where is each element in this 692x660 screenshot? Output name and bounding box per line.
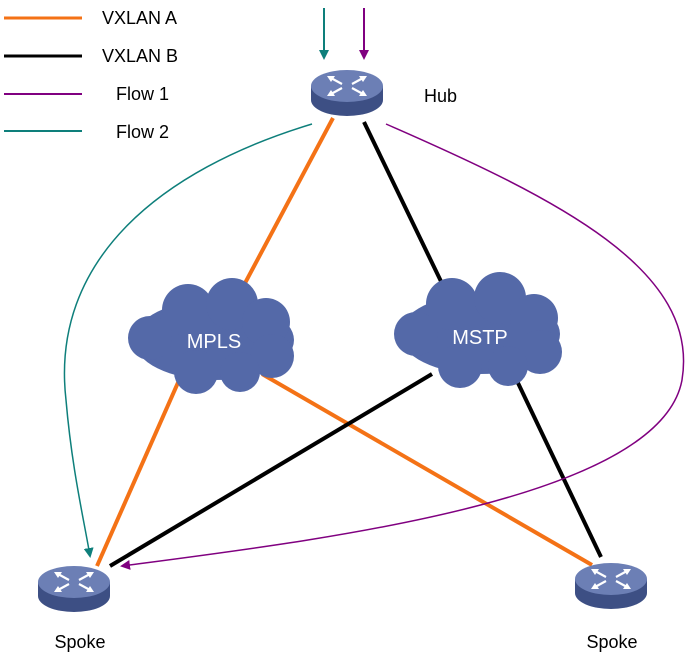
router-icon <box>573 561 649 611</box>
cloud-mstp-label: MSTP <box>452 327 508 349</box>
spoke-right-label: Spoke <box>586 632 637 652</box>
spoke-right-router: Spoke <box>573 561 649 652</box>
link-mstp-spoke-right-vxlan-b <box>506 361 603 558</box>
legend-label-flow-2: Flow 2 <box>116 122 169 142</box>
link-hub-mstp-vxlan-b <box>362 121 452 301</box>
legend-label-vxlan-a: VXLAN A <box>102 8 177 28</box>
link-mpls-spoke-right-vxlan-a <box>260 372 594 567</box>
flow-2-path <box>63 123 313 558</box>
incoming-flows <box>319 8 369 60</box>
flow-paths <box>63 123 685 570</box>
spoke-left-label: Spoke <box>54 632 105 652</box>
hub-router: Hub <box>309 68 457 118</box>
legend-label-flow-1: Flow 1 <box>116 84 169 104</box>
legend-label-vxlan-b: VXLAN B <box>102 46 178 66</box>
router-icon <box>36 564 112 614</box>
link-mpls-spoke-left-vxlan-a <box>95 359 190 567</box>
router-icon <box>309 68 385 118</box>
cloud-mstp-shape <box>394 272 562 388</box>
link-hub-mpls-vxlan-a <box>234 117 335 301</box>
cloud-mpls-label: MPLS <box>187 331 241 353</box>
hub-label: Hub <box>424 86 457 106</box>
legend-item-vxlan-a: VXLAN A <box>4 8 177 28</box>
cloud-mstp: MSTP <box>394 272 562 388</box>
cloud-mpls-shape <box>128 278 294 394</box>
legend-item-vxlan-b: VXLAN B <box>4 46 178 66</box>
cloud-mpls: MPLS <box>128 278 294 394</box>
flow-1-path <box>120 123 685 570</box>
legend: VXLAN A VXLAN B Flow 1 Flow 2 <box>4 8 178 142</box>
link-mstp-spoke-left-vxlan-b <box>108 372 434 568</box>
legend-item-flow-1: Flow 1 <box>4 84 169 104</box>
legend-item-flow-2: Flow 2 <box>4 122 169 142</box>
links <box>95 117 603 568</box>
spoke-left-router: Spoke <box>36 564 112 652</box>
